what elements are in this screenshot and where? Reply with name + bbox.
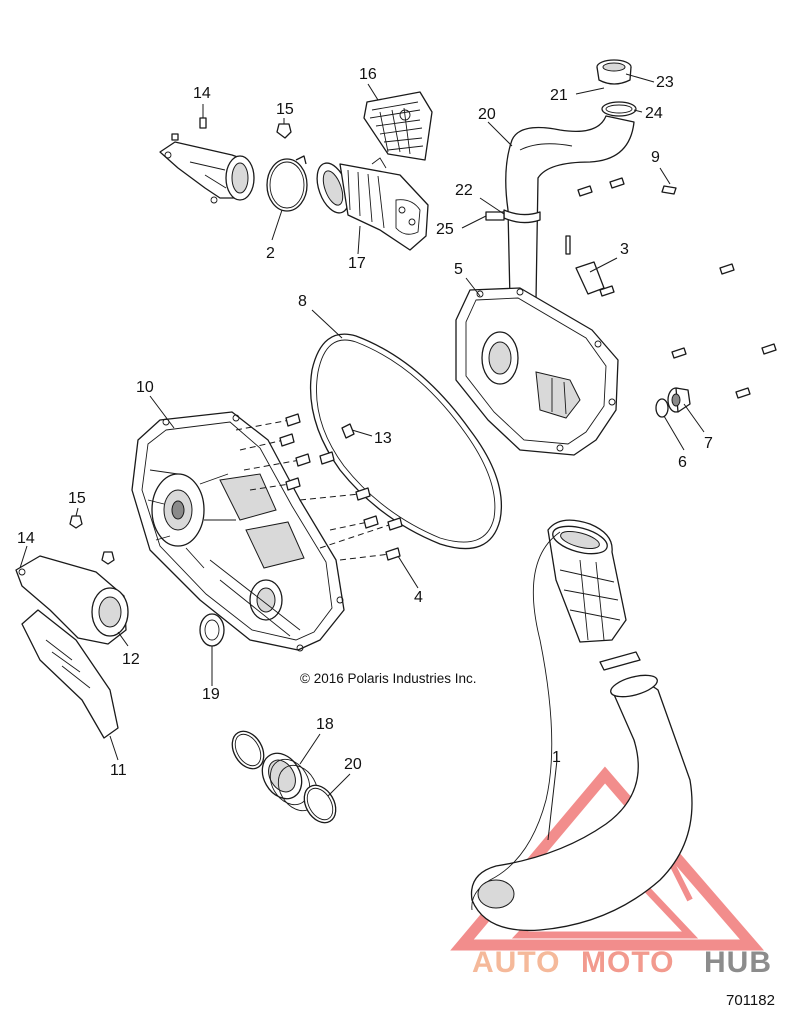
- callout-18: 18: [316, 716, 334, 733]
- watermark-brand-hub: HUB: [704, 946, 772, 979]
- part-7-drain-plug: [667, 387, 691, 413]
- part-11-heat-shield: [21, 609, 119, 739]
- part-5-outer-cover: [455, 287, 619, 456]
- callout-22: 22: [455, 182, 473, 199]
- part-6-o-ring: [655, 398, 669, 418]
- document-number: 701182: [726, 992, 775, 1009]
- loose-bolts-right: [565, 177, 777, 399]
- copyright-text: © 2016 Polaris Industries Inc.: [300, 671, 477, 686]
- callout-8: 8: [298, 293, 307, 310]
- callout-12: 12: [122, 651, 140, 668]
- callout-20a: 20: [478, 106, 496, 123]
- callout-20b: 20: [344, 756, 362, 773]
- callout-15a: 15: [276, 101, 294, 118]
- callout-15b: 15: [68, 490, 86, 507]
- callout-23: 23: [656, 74, 674, 91]
- part-14-top-bracket: [159, 117, 255, 204]
- callout-17: 17: [348, 255, 366, 272]
- part-1-lower-duct: [470, 519, 693, 932]
- callout-6: 6: [678, 454, 687, 471]
- part-18-coupler: [261, 752, 319, 812]
- callout-3: 3: [620, 241, 629, 258]
- callout-25: 25: [436, 221, 454, 238]
- part-19-seal: [199, 613, 225, 647]
- part-15-lower-nut: [69, 515, 115, 565]
- part-15-top-nut: [276, 123, 292, 139]
- part-20-lower-clamp-left: [231, 730, 265, 770]
- part-12-duct-elbow: [91, 587, 129, 637]
- part-10-inner-cover: [131, 411, 345, 652]
- callout-5: 5: [454, 261, 463, 278]
- leader-lines: [19, 73, 705, 841]
- callout-14b: 14: [17, 530, 35, 547]
- callout-14a: 14: [193, 85, 211, 102]
- callout-24: 24: [645, 105, 663, 122]
- callout-7: 7: [704, 435, 713, 452]
- part-21-cap: [596, 59, 632, 85]
- watermark-brand-auto: AUTO: [472, 946, 560, 979]
- callout-9: 9: [651, 149, 660, 166]
- part-2-clamp-ring: [266, 155, 308, 212]
- callout-2: 2: [266, 245, 275, 262]
- callout-19: 19: [202, 686, 220, 703]
- callout-10: 10: [136, 379, 154, 396]
- callout-16: 16: [359, 66, 377, 83]
- callout-labels: 1 2 3 4 5 6 7 8 9 10 11 12 13 14 14 15 1…: [17, 66, 713, 779]
- part-17-intake-duct: [316, 157, 429, 251]
- callout-4: 4: [414, 589, 423, 606]
- callout-1: 1: [552, 749, 561, 766]
- callout-21: 21: [550, 87, 568, 104]
- callout-13: 13: [374, 430, 392, 447]
- watermark-brand-moto: MOTO: [581, 946, 674, 979]
- part-16-grille: [363, 91, 433, 161]
- part-3-decal: [575, 261, 605, 295]
- part-4-cover-bolts: [235, 413, 403, 561]
- part-20-lower-clamp-right: [303, 784, 337, 824]
- watermark-text: AUTO MOTO HUB: [472, 946, 772, 979]
- callout-11: 11: [110, 762, 127, 779]
- part-22-band-clamp: [485, 209, 541, 224]
- part-20-upper-duct: [505, 101, 637, 301]
- part-8-drive-belt: [309, 333, 503, 550]
